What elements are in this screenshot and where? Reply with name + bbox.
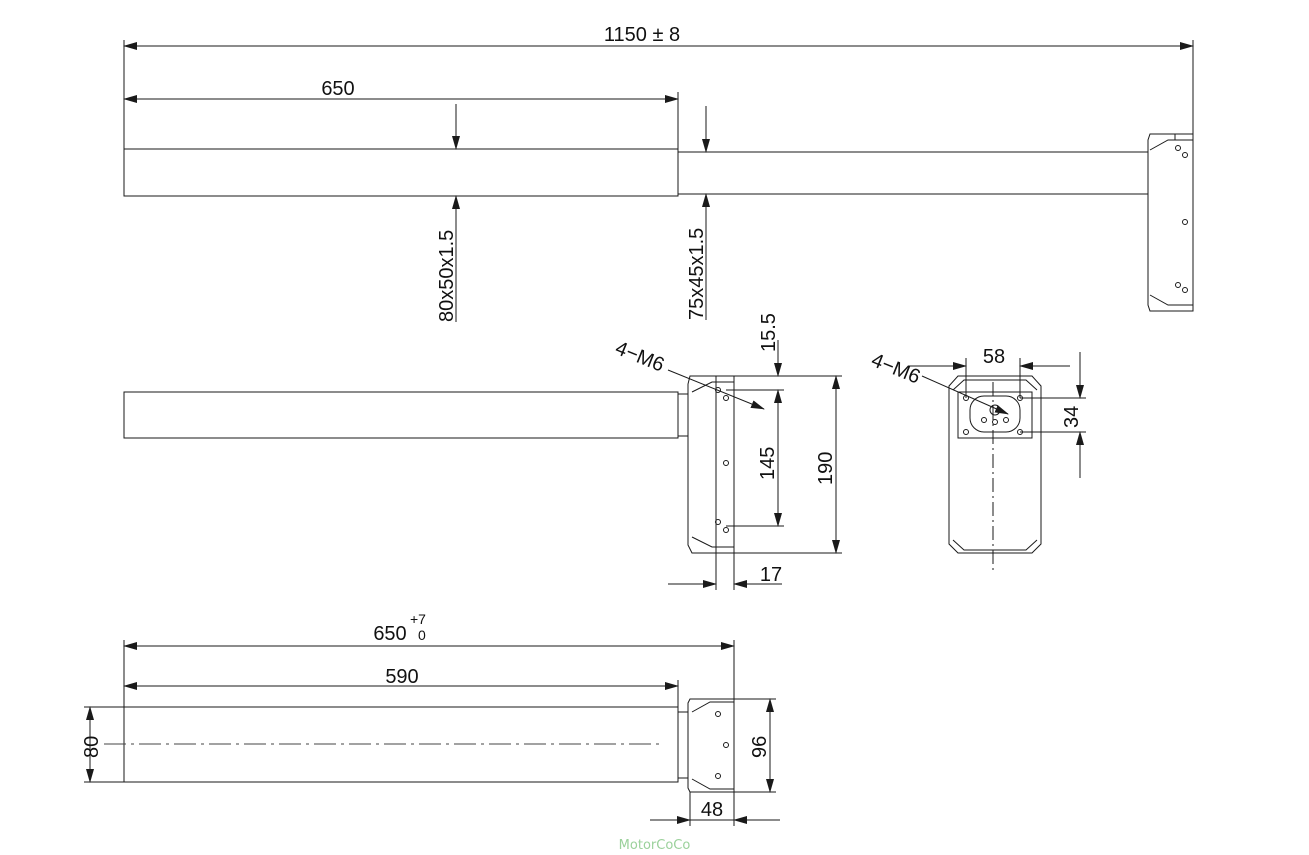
bracket-height-bottom-label: 96 bbox=[749, 736, 771, 758]
bottom-view bbox=[84, 640, 780, 826]
end-view bbox=[908, 352, 1086, 574]
end-bracket-outline bbox=[948, 375, 1042, 554]
inner-tube-section-label: 75x45x1.5 bbox=[686, 228, 708, 320]
tolerance-upper-label: +7 bbox=[410, 611, 426, 627]
hole-spacing-label: 145 bbox=[757, 447, 779, 480]
retracted-length-label: 650 bbox=[373, 623, 406, 645]
end-bracket-top bbox=[1147, 133, 1194, 312]
bracket-bottom bbox=[687, 698, 735, 793]
hole-spacing-height-label: 34 bbox=[1061, 406, 1083, 428]
end-holes-label: 4−M6 bbox=[868, 349, 923, 388]
watermark: MotorCoCo bbox=[618, 838, 691, 853]
outer-tube-length-label: 650 bbox=[321, 78, 354, 100]
side-view bbox=[123, 340, 842, 590]
outer-tube-top bbox=[123, 148, 679, 197]
bracket-height-label: 190 bbox=[815, 452, 837, 485]
bracket-width-label: 48 bbox=[701, 799, 723, 821]
outer-tube-section-label: 80x50x1.5 bbox=[436, 230, 458, 322]
overall-length-label: 1150 ± 8 bbox=[604, 24, 680, 46]
bracket-depth-label: 17 bbox=[760, 564, 782, 586]
stroke-length-label: 590 bbox=[385, 666, 418, 688]
hole-offset-label: 15.5 bbox=[758, 313, 780, 352]
top-view bbox=[123, 40, 1194, 322]
tube-side bbox=[123, 391, 679, 439]
inner-tube-top bbox=[677, 151, 1151, 195]
tolerance-lower-label: 0 bbox=[418, 627, 426, 643]
hole-spacing-width-label: 58 bbox=[983, 346, 1005, 368]
side-holes-label: 4−M6 bbox=[612, 337, 667, 376]
tube-height-label: 80 bbox=[81, 736, 103, 758]
